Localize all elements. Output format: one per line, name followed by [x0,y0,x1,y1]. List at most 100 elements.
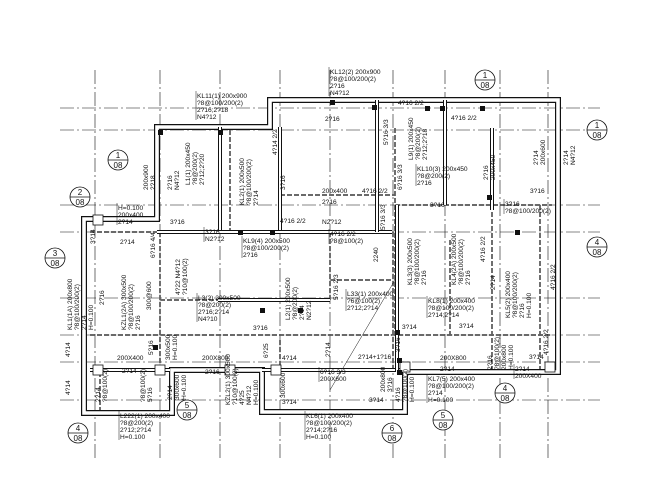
label-line: 200x400 [322,188,348,195]
label-line: 3?16 [505,201,520,208]
label-line: N2?12 [322,219,342,226]
beam-label: L222(1) 200x400?8@200(2)2?12;2?14H=0.100 [118,411,170,441]
beam-label: KL11(1) 200x900?8@100/200(2)2?16;2?18N4?… [195,91,247,121]
label-line: 2?12;2?14 [120,427,152,434]
label-line: H=0.100 [409,377,416,402]
beam-label: 4?16 2/2 [550,264,557,290]
label-line: 2?16 [99,290,106,305]
marker-sheet: 08 [51,259,60,268]
label-line: 2?16 [205,369,220,376]
label-line: N4?12 [570,145,577,165]
label-line: 2?14 [167,385,174,400]
label-line: ?8@200(2) [292,287,299,320]
label-line: 2?12;2?14 [347,305,379,312]
label-line: H=0.100 [120,434,145,441]
beam-label: KL6(1) 200x400?8@100/200(2)2?14;2?16H=0.… [304,411,353,441]
label-line: KZL2(1) 300x500 [225,354,232,405]
column-post [397,370,402,375]
label-line: 4?16 2/2 [362,188,388,195]
beam-label: 4?16 2/2 [480,236,487,262]
column [92,214,104,226]
label-line: 200X400 [117,355,144,362]
marker-number: 5 [441,411,446,420]
label-line: KL3(3) 200x500 [407,238,414,285]
columns [92,100,556,376]
label-line: ?8@100/200(2) [512,272,519,318]
beam-label: 3?16 [530,188,545,195]
label-line: 3?14 [282,399,297,406]
marker-number: 4 [503,384,508,393]
label-line: ?8@100/200(2) [428,305,474,312]
label-line: 4?16 2/2 [398,100,424,107]
label-line: ?8@100(2) [102,369,109,402]
label-line: 2?14 [299,305,306,320]
label-line: KL2(1) 200x500 [239,158,246,205]
column-post [218,130,223,135]
label-line: 5?16 3/3 [380,204,387,230]
marker-sheet: 08 [76,198,85,207]
beam-label: 5?16 3/3 [380,204,387,230]
beam-label: ?8@100(2)5?16 [140,369,154,402]
marker-number: 4 [595,238,600,247]
marker-number: 4 [76,424,81,433]
label-line: L222(1) 200x400 [120,413,170,420]
beam-label: KL2(1) 200x500?8@100/200(2)2?14 [239,158,260,205]
label-line: 200X600 [320,376,347,383]
marker-sheet: 08 [114,161,123,170]
beam-label: 3?16 [395,337,402,352]
label-line: 2?14;2?16 [306,427,338,434]
label-line: 3?16 [205,229,220,236]
label-line: 2?14;2?14 [428,312,460,319]
marker-number: 2 [78,188,83,197]
section-marker: 508 [432,409,454,431]
column-post [395,330,400,335]
beam-label: 6?16 3/3 [397,164,404,190]
label-line: H=0.100 [118,205,143,212]
beam-label: 5?16 3/3 [383,119,390,145]
column-post [158,130,163,135]
label-line: 200X800 [202,355,229,362]
label-line: 200x400 [118,212,144,219]
label-line: 200x800 [380,366,387,392]
label-line: 6?16 3/3 [320,369,346,376]
label-line: ?8@100/200(2) [243,245,289,252]
column-post [487,195,492,200]
label-line: ?8@100/200(2) [458,239,465,285]
label-line: H=0.100 [253,380,260,405]
label-line: N4?12 [174,170,181,190]
label-line: KL7(5) 200x400 [428,376,475,383]
label-line: 2?16 [330,83,345,90]
section-marker: 408 [494,382,516,404]
beam-label: 3?16 [253,325,268,332]
beam-label: 4?16 2/2 [398,100,424,107]
label-line: 4?16 2/2 [280,218,306,225]
marker-sheet: 08 [439,421,448,430]
label-line: N4?12 [197,114,217,121]
column [154,364,166,376]
label-line: 300@600 [146,281,153,310]
label-line: H=0.100 [172,335,179,360]
beam-label: 3?16 [170,219,185,226]
beam-label: 4?16 2/2 [362,188,388,195]
section-marker: 408 [586,236,608,258]
beam-label: 300x600 [280,372,287,398]
section-marker: 208 [69,186,91,208]
label-line: L2(1) 200x500 [285,277,292,320]
label-line: KL9(4) 200x500 [243,238,290,245]
label-line: 2?16 [465,270,472,285]
beam-label: 2?16 [322,199,337,206]
label-line: N2?12 [205,236,225,243]
label-line: H=0.100 [526,293,533,318]
label-line: ?8@100/200(2) [428,383,474,390]
label-line: 200x900 [143,164,150,190]
